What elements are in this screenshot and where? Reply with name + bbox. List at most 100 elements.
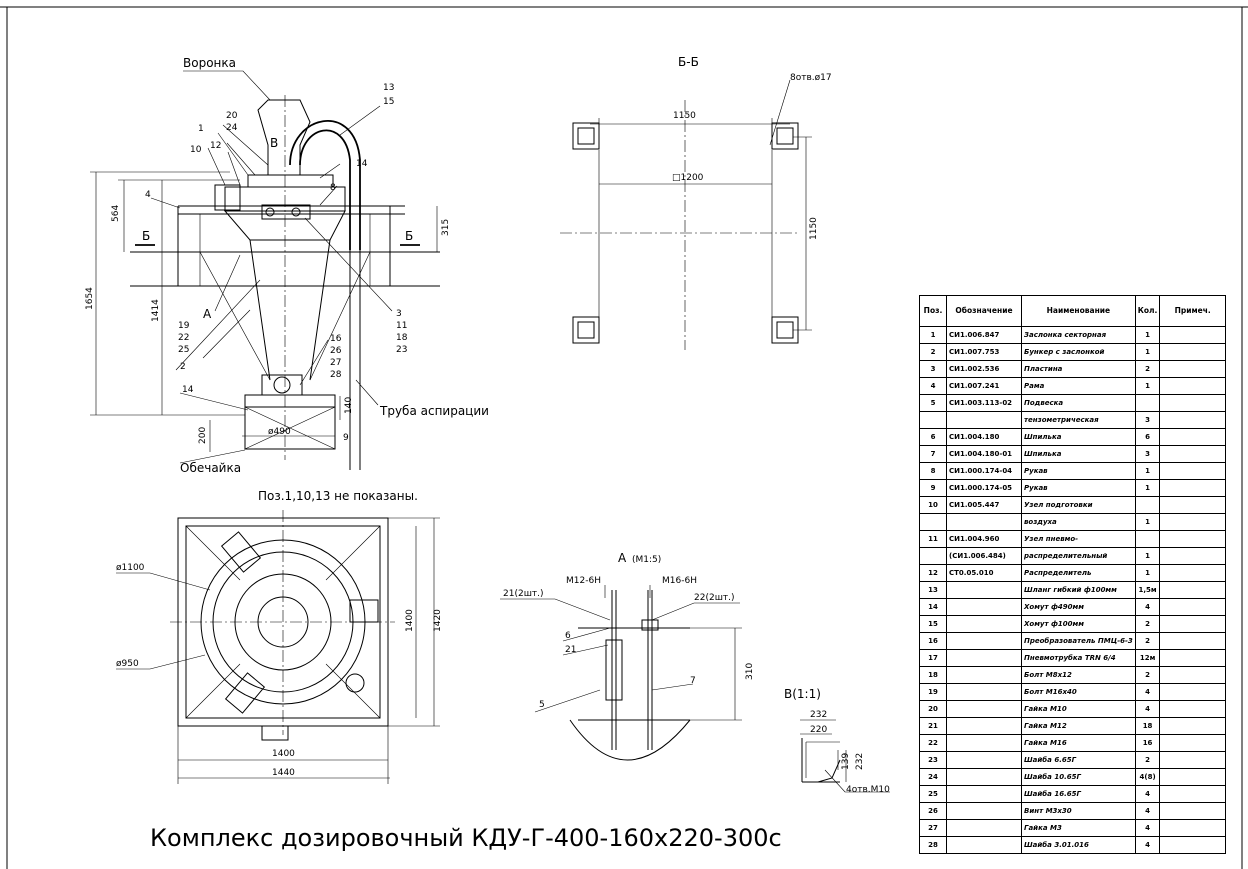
spec-cell-pos: 9 [919,479,947,497]
spec-cell-note [1159,496,1226,514]
spec-cell-designation [946,734,1022,752]
label-view-a-scale: (М1:5) [632,555,661,565]
spec-cell-name: воздуха [1021,513,1136,531]
spec-cell-designation: СИ1.007.753 [946,343,1022,361]
dim-950: ø950 [116,659,139,669]
spec-cell-name: Болт М16х40 [1021,683,1136,701]
callout-18: 18 [396,333,408,343]
spec-cell-qty [1134,530,1161,548]
spec-cell-designation: СИ1.004.180 [946,428,1022,446]
callout-19: 19 [178,321,190,331]
spec-cell-pos [919,411,947,429]
spec-cell-pos: 10 [919,496,947,514]
dim-220: 220 [810,725,827,735]
spec-cell-note [1159,615,1226,633]
spec-cell-pos [919,513,947,531]
spec-cell-note [1159,411,1226,429]
spec-cell-designation [946,615,1022,633]
spec-cell-qty [1134,394,1161,412]
spec-cell-designation [946,411,1022,429]
spec-cell-pos: 3 [919,360,947,378]
spec-cell-qty: 2 [1134,751,1161,769]
spec-cell-qty: 4 [1134,802,1161,820]
spec-cell-name: Гайка М10 [1021,700,1136,718]
specification-table: Поз. Обозначение Наименование Кол. Приме… [919,295,1226,854]
spec-cell-designation: СИ1.000.174-05 [946,479,1022,497]
spec-cell-name: Пневмотрубка TRN 6/4 [1021,649,1136,667]
dim-232-side: 232 [855,753,865,770]
dim-1150-top: 1150 [673,111,696,121]
dim-1440: 1440 [272,768,295,778]
spec-cell-designation [946,751,1022,769]
spec-cell-note [1159,632,1226,650]
label-holes-8: 8отв.ø17 [790,73,832,83]
dim-1150-right: 1150 [809,217,819,240]
spec-cell-qty: 1 [1134,343,1161,361]
spec-cell-qty: 1 [1134,547,1161,565]
spec-cell-name: тензометрическая [1021,411,1136,429]
spec-cell-name: Шпилька [1021,445,1136,463]
dim-200: 200 [198,427,208,444]
spec-cell-pos: 15 [919,615,947,633]
spec-cell-pos: 18 [919,666,947,684]
spec-cell-designation [946,717,1022,735]
spec-cell-pos: 23 [919,751,947,769]
spec-cell-designation: СИ1.005.447 [946,496,1022,514]
spec-cell-pos: 20 [919,700,947,718]
spec-cell-name: Рама [1021,377,1136,395]
spec-cell-note [1159,479,1226,497]
label-section-bb: Б-Б [678,55,699,69]
spec-cell-name: Шланг гибкий ф100мм [1021,581,1136,599]
view-a [500,585,742,761]
spec-cell-note [1159,360,1226,378]
spec-cell-note [1159,428,1226,446]
dim-1200: □1200 [672,173,704,183]
label-aspiration-pipe: Труба аспирации [379,404,489,418]
spec-cell-qty: 1 [1134,513,1161,531]
spec-cell-qty: 1 [1134,377,1161,395]
label-view-a: А [618,551,627,565]
callout-14-bottom: 14 [182,385,194,395]
spec-cell-qty: 6 [1134,428,1161,446]
dim-232-top: 232 [810,710,827,720]
spec-cell-name: Бункер с заслонкой [1021,343,1136,361]
callout-7: 7 [690,676,696,686]
spec-cell-note [1159,819,1226,837]
spec-header-row: Поз. Обозначение Наименование Кол. Приме… [919,295,1226,327]
spec-cell-pos: 8 [919,462,947,480]
spec-cell-designation: СИ1.002.536 [946,360,1022,378]
spec-cell-designation: СИ1.003.113-02 [946,394,1022,412]
spec-cell-name: Гайка М16 [1021,734,1136,752]
label-shell: Обечайка [180,461,241,475]
spec-cell-qty: 4(8) [1134,768,1161,786]
spec-cell-pos: 17 [919,649,947,667]
spec-cell-note [1159,734,1226,752]
spec-cell-qty: 2 [1134,666,1161,684]
callout-4: 4 [145,190,151,200]
spec-cell-note [1159,394,1226,412]
spec-cell-designation [946,836,1022,854]
spec-cell-pos: 19 [919,683,947,701]
dim-m16: М16-6Н [662,576,697,586]
spec-cell-pos: 27 [919,819,947,837]
callout-15: 15 [383,97,394,107]
spec-cell-note [1159,751,1226,769]
spec-cell-designation [946,598,1022,616]
spec-cell-designation: СИ1.004.180-01 [946,445,1022,463]
spec-cell-pos: 26 [919,802,947,820]
dim-1400-right: 1400 [405,609,415,632]
callout-21-2pcs: 21(2шт.) [503,589,544,599]
dim-m12: М12-6Н [566,576,601,586]
spec-cell-qty: 2 [1134,632,1161,650]
